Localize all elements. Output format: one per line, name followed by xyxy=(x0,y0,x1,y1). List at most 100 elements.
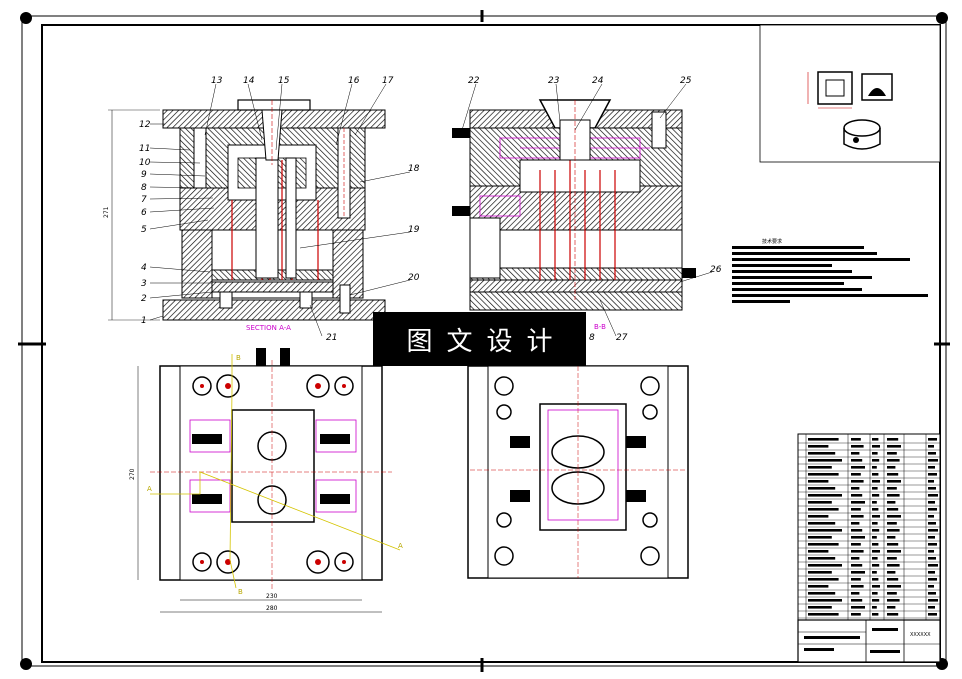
parts-row-text-bar xyxy=(808,515,829,518)
parts-row-text-bar xyxy=(851,557,860,560)
parts-row-text-bar xyxy=(808,613,839,616)
parts-row-text-bar xyxy=(851,501,865,504)
dim-outer-width: 280 xyxy=(266,605,278,612)
section-a-a-view xyxy=(108,99,386,321)
label-19: 19 xyxy=(408,225,420,235)
parts-row-text-bar xyxy=(887,599,900,602)
parts-row-text-bar xyxy=(872,487,878,490)
marker-a-right: A xyxy=(398,542,403,550)
parts-row-text-bar xyxy=(851,522,860,525)
parts-row-text-bar xyxy=(928,613,937,616)
parts-row-text-bar xyxy=(851,578,861,581)
parts-row-text-bar xyxy=(872,459,880,462)
parts-row-text-bar xyxy=(887,438,899,441)
parts-row-text-bar xyxy=(872,564,880,567)
parts-row-text-bar xyxy=(887,592,897,595)
parts-row-text-bar xyxy=(887,466,896,469)
parts-row-text-bar xyxy=(928,571,935,574)
leaders-b-b xyxy=(461,83,713,337)
parts-row-text-bar xyxy=(872,494,880,497)
parts-row-text-bar xyxy=(851,536,865,539)
parts-row-text-bar xyxy=(887,571,896,574)
part-preview-box xyxy=(759,24,941,163)
parts-row-text-bar xyxy=(808,494,842,497)
parts-row-text-bar xyxy=(808,585,829,588)
label-9: 9 xyxy=(141,170,147,180)
parts-row-text-bar xyxy=(887,543,899,546)
parts-row-text-bar xyxy=(851,508,861,511)
parts-row-text-bar xyxy=(872,515,880,518)
label-25: 25 xyxy=(680,76,692,86)
parts-row-text-bar xyxy=(872,522,878,525)
label-7: 7 xyxy=(141,195,147,205)
label-15: 15 xyxy=(278,76,290,86)
parts-row-text-bar xyxy=(887,508,899,511)
parts-row-text-bar xyxy=(851,564,863,567)
parts-row-text-bar xyxy=(808,599,842,602)
parts-row-text-bar xyxy=(872,585,880,588)
marker-b-top: B xyxy=(236,354,241,362)
parts-row-text-bar xyxy=(887,550,901,553)
parts-row-text-bar xyxy=(872,543,879,546)
parts-row-text-bar xyxy=(887,480,901,483)
parts-row-text-bar xyxy=(928,452,936,455)
fixed-half-plan-view xyxy=(467,365,689,579)
drawing-number: XXXXXX xyxy=(910,632,931,638)
parts-row-text-bar xyxy=(928,515,934,518)
parts-row-text-bar xyxy=(887,606,896,609)
label-8: 8 xyxy=(141,183,147,193)
leaders-a-a xyxy=(149,83,411,337)
plan-view-annotations: 270 230 280 A A B B xyxy=(129,354,403,612)
parts-row-text-bar xyxy=(808,557,836,560)
parts-row-text-bar xyxy=(851,592,860,595)
parts-row-text-bar xyxy=(851,543,861,546)
label-5: 5 xyxy=(141,225,147,235)
parts-row-text-bar xyxy=(887,522,897,525)
parts-row-text-bar xyxy=(887,445,901,448)
parts-row-text-bar xyxy=(887,578,899,581)
parts-row-text-bar xyxy=(872,480,880,483)
label-2: 2 xyxy=(141,294,147,304)
parts-row-text-bar xyxy=(928,592,936,595)
label-22: 22 xyxy=(468,76,480,86)
section-b-b-title: B-B xyxy=(594,323,606,331)
parts-row-text-bar xyxy=(872,599,880,602)
parts-row-text-bar xyxy=(887,536,896,539)
parts-row-text-bar xyxy=(928,473,937,476)
marker-a-left: A xyxy=(147,485,152,493)
parts-row-text-bar xyxy=(872,592,878,595)
parts-row-text-bar xyxy=(808,529,842,532)
parts-row-text-bar xyxy=(808,508,839,511)
watermark-text: 图文设计 xyxy=(406,326,567,357)
label-18: 18 xyxy=(408,164,420,174)
parts-row-text-bar xyxy=(872,606,877,609)
label-26: 26 xyxy=(710,265,722,275)
parts-row-text-bar xyxy=(887,529,900,532)
dim-height: 271 xyxy=(103,206,110,218)
label-21: 21 xyxy=(326,333,337,343)
parts-row-text-bar xyxy=(851,487,860,490)
parts-row-text-bar xyxy=(928,557,936,560)
parts-row-text-bar xyxy=(851,480,864,483)
parts-list-table xyxy=(797,433,941,621)
parts-row-text-bar xyxy=(808,522,836,525)
parts-row-text-bar xyxy=(872,536,877,539)
parts-row-text-bar xyxy=(928,480,934,483)
parts-row-text-bar xyxy=(808,536,832,539)
parts-row-text-bar xyxy=(808,480,829,483)
dim-plate-height: 270 xyxy=(129,468,136,480)
label-20: 20 xyxy=(408,273,420,283)
parts-row-text-bar xyxy=(851,515,864,518)
parts-row-text-bar xyxy=(928,543,937,546)
parts-row-text-bar xyxy=(887,515,901,518)
label-13: 13 xyxy=(211,76,223,86)
parts-row-text-bar xyxy=(928,578,937,581)
label-6: 6 xyxy=(141,208,147,218)
parts-row-text-bar xyxy=(851,438,861,441)
parts-row-text-bar xyxy=(808,543,839,546)
parts-row-text-bar xyxy=(872,508,879,511)
parts-row-text-bar xyxy=(928,466,935,469)
parts-row-text-bar xyxy=(872,501,877,504)
label-24: 24 xyxy=(592,76,604,86)
